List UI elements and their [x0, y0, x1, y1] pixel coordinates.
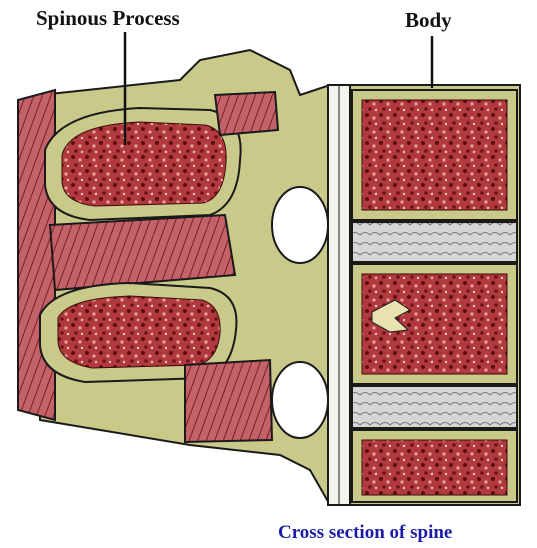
posterior-ligament — [18, 90, 55, 420]
body-label: Body — [405, 10, 452, 31]
lower-foramen — [272, 362, 328, 438]
upper-ligamentum — [215, 92, 278, 135]
spinous-process-label: Spinous Process — [36, 8, 180, 29]
upper-foramen — [272, 187, 328, 263]
figure-caption: Cross section of spine — [278, 522, 452, 544]
vertebral-body-lower-marrow — [362, 440, 507, 495]
ligamentum-flavum — [185, 360, 272, 442]
upper-spinous-marrow — [62, 122, 226, 206]
intervertebral-disc-upper — [352, 222, 517, 262]
lower-spinous-marrow — [58, 296, 220, 368]
intervertebral-disc-lower — [352, 386, 517, 428]
vertebral-body-upper-marrow — [362, 100, 507, 210]
